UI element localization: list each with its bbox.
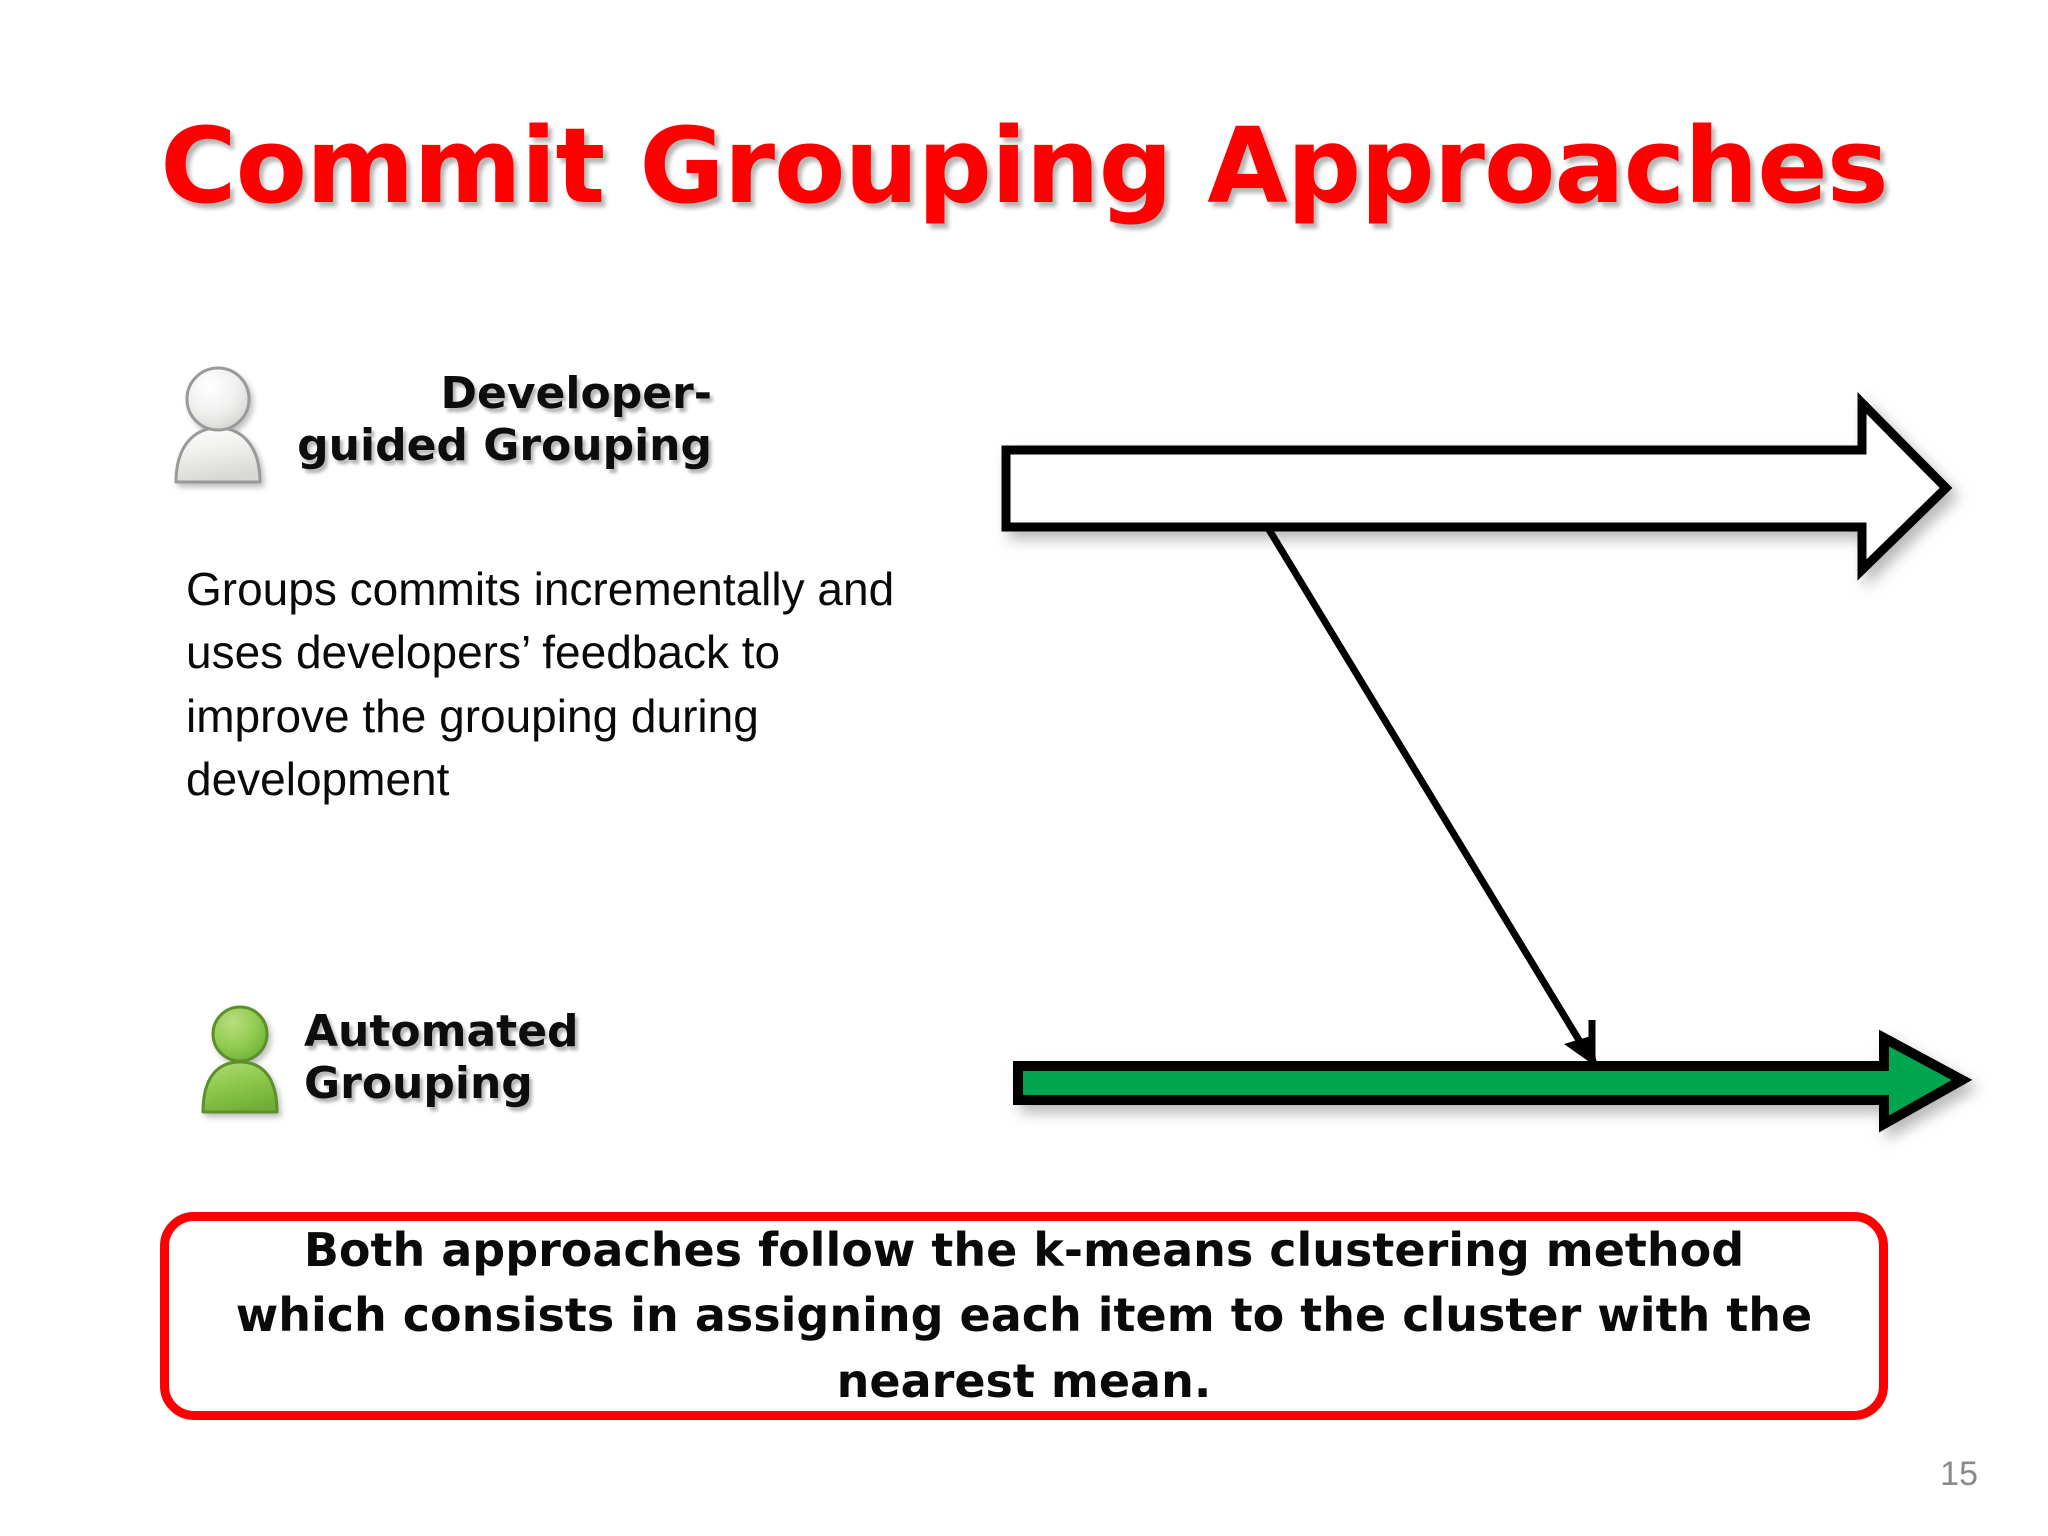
person-icon-grey bbox=[168, 362, 268, 491]
green-arrow bbox=[1013, 1029, 1973, 1133]
page-number: 15 bbox=[1940, 1455, 1978, 1493]
page-title: Commit Grouping Approaches bbox=[160, 105, 1888, 227]
approach-automated: Automated Grouping bbox=[198, 1000, 664, 1121]
approach-developer-guided-label: Developer-guided Grouping bbox=[297, 368, 712, 471]
approach-automated-label: Automated Grouping bbox=[304, 1006, 579, 1109]
callout-text: Both approaches follow the k-means clust… bbox=[235, 1223, 1813, 1408]
person-icon-green bbox=[198, 1000, 282, 1121]
approach-developer-guided-description: Groups commits incrementally and uses de… bbox=[186, 563, 895, 806]
white-arrow bbox=[1001, 392, 1953, 581]
approach-developer-guided: Developer-guided Grouping bbox=[168, 362, 712, 491]
callout-box: Both approaches follow the k-means clust… bbox=[160, 1212, 1888, 1420]
connector-arrow bbox=[1265, 526, 1598, 1068]
